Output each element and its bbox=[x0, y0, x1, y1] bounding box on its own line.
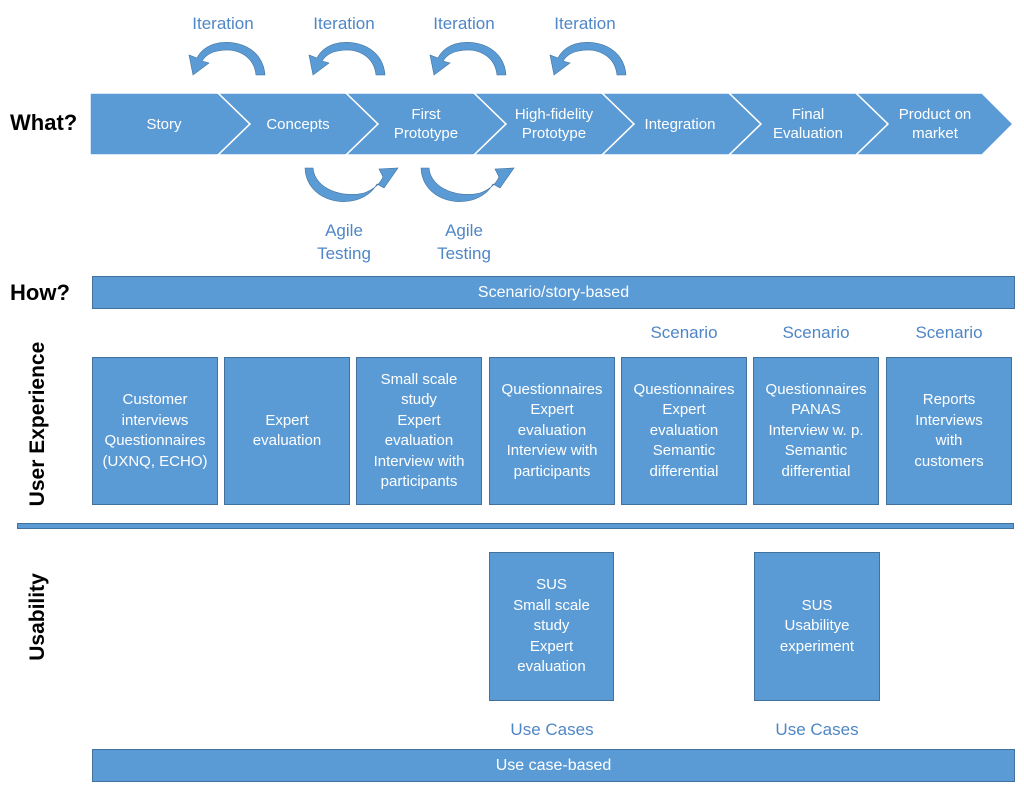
stage-chevron-product-on-market bbox=[854, 92, 1015, 156]
use-cases-label: Use Cases bbox=[775, 720, 859, 739]
iteration-arrow-icon bbox=[188, 42, 266, 76]
stage-label-story: Story bbox=[146, 115, 182, 133]
iteration-arrow-icon bbox=[429, 42, 507, 76]
stage-label-concepts: Concepts bbox=[266, 115, 330, 133]
scenario-label: Scenario bbox=[650, 323, 718, 342]
how-label: How? bbox=[10, 280, 70, 305]
what-label: What? bbox=[10, 110, 78, 135]
use-cases-label: Use Cases bbox=[510, 720, 594, 739]
section-divider bbox=[17, 523, 1014, 529]
agile-arrow-icon bbox=[304, 167, 399, 202]
iteration-arrow-icon bbox=[549, 42, 627, 76]
iteration-label: Iteration bbox=[554, 14, 616, 33]
scenario-story-band: Scenario/story-based bbox=[92, 276, 1015, 309]
agile-arrow-icon bbox=[420, 167, 515, 202]
iteration-label: Iteration bbox=[192, 14, 254, 33]
iteration-label: Iteration bbox=[313, 14, 375, 33]
iteration-arrow-icon bbox=[308, 42, 386, 76]
iteration-label: Iteration bbox=[433, 14, 495, 33]
scenario-label: Scenario bbox=[915, 323, 983, 342]
use-case-band: Use case-based bbox=[92, 749, 1015, 782]
scenario-label: Scenario bbox=[782, 323, 850, 342]
stage-label-integration: Integration bbox=[644, 115, 716, 133]
